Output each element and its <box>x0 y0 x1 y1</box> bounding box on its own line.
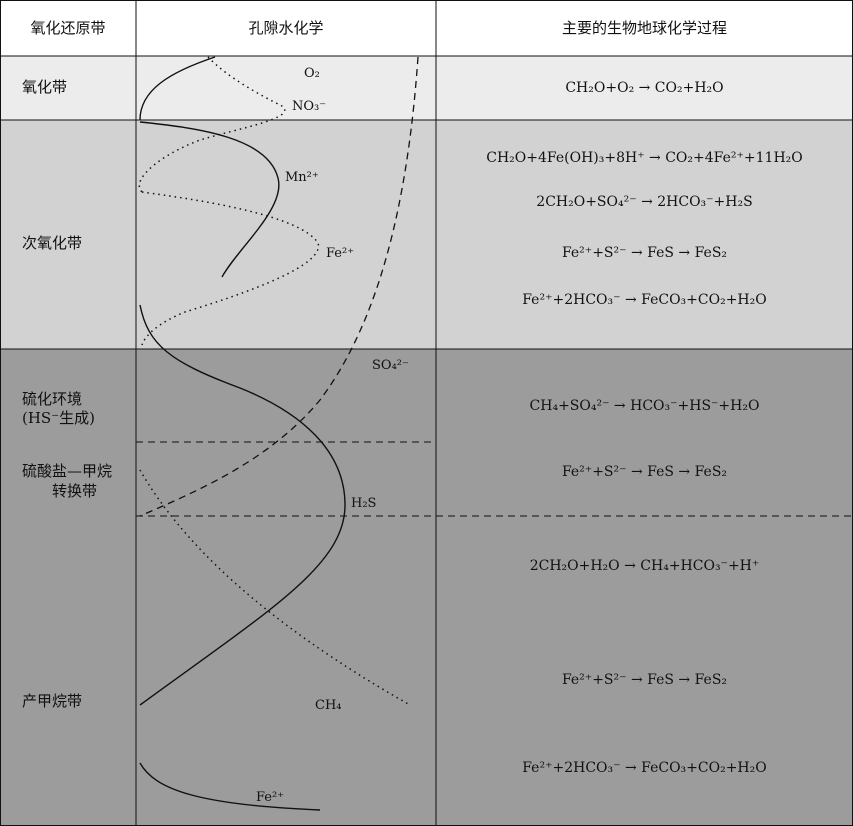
eq-sulfidic-1: CH₄+SO₄²⁻ → HCO₃⁻+HS⁻+H₂O <box>529 398 760 414</box>
eq-methanogenic-1: 2CH₂O+H₂O → CH₄+HCO₃⁻+H⁺ <box>529 558 760 574</box>
label-so4: SO₄²⁻ <box>372 358 409 373</box>
zone-sulfidic-line1: 硫化环境 <box>22 390 83 408</box>
header-zone: 氧化还原带 <box>30 19 106 37</box>
zone-methanogenic: 产甲烷带 <box>22 692 83 710</box>
header-pore-water: 孔隙水化学 <box>248 19 324 37</box>
fe-upper-curve <box>141 191 320 346</box>
label-fe-lower: Fe²⁺ <box>256 790 285 805</box>
o2-curve <box>139 56 216 121</box>
eq-suboxic-2: 2CH₂O+SO₄²⁻ → 2HCO₃⁻+H₂S <box>536 194 753 210</box>
fe-lower-curve <box>139 762 321 811</box>
label-h2s: H₂S <box>351 496 377 511</box>
header-process: 主要的生物地球化学过程 <box>561 19 727 37</box>
zone-smtz-line1: 硫酸盐—甲烷 <box>22 462 113 480</box>
fe-h2s-curve <box>139 304 346 706</box>
label-o2: O₂ <box>304 66 320 81</box>
mn-curve <box>139 121 280 278</box>
zone-sulfidic-line2: (HS⁻生成) <box>22 409 95 427</box>
zone-suboxic: 次氧化带 <box>22 234 83 252</box>
ch4-curve <box>139 469 411 706</box>
zone-smtz-line2: 转换带 <box>52 482 98 500</box>
zone-oxidized: 氧化带 <box>22 78 68 96</box>
eq-smtz-1: Fe²⁺+S²⁻ → FeS → FeS₂ <box>561 464 728 480</box>
so4-curve <box>139 56 419 517</box>
no3-curve <box>138 56 286 193</box>
header-row-bg <box>0 0 853 56</box>
label-ch4: CH₄ <box>315 698 342 713</box>
oxidized-zone-bg <box>0 56 853 120</box>
eq-methanogenic-3: Fe²⁺+2HCO₃⁻ → FeCO₃+CO₂+H₂O <box>522 760 767 776</box>
eq-suboxic-3: Fe²⁺+S²⁻ → FeS → FeS₂ <box>561 245 728 261</box>
eq-methanogenic-2: Fe²⁺+S²⁻ → FeS → FeS₂ <box>561 672 728 688</box>
eq-oxic-1: CH₂O+O₂ → CO₂+H₂O <box>565 80 724 96</box>
label-mn: Mn²⁺ <box>285 170 319 185</box>
anoxic-zone-bg <box>0 349 853 826</box>
eq-suboxic-4: Fe²⁺+2HCO₃⁻ → FeCO₃+CO₂+H₂O <box>522 292 767 308</box>
label-no3: NO₃⁻ <box>292 99 327 114</box>
label-fe-upper: Fe²⁺ <box>326 246 355 261</box>
suboxic-zone-bg <box>0 120 853 349</box>
eq-suboxic-1: CH₂O+4Fe(OH)₃+8H⁺ → CO₂+4Fe²⁺+11H₂O <box>486 150 803 166</box>
